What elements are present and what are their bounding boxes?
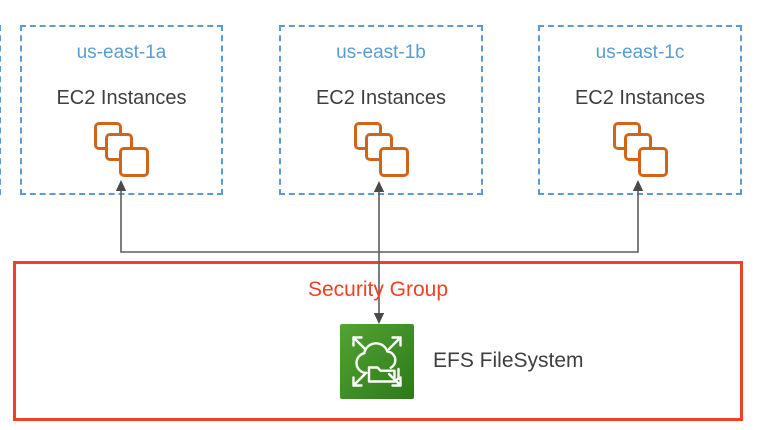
ec2-instances-stack-icon <box>612 122 668 177</box>
availability-zone-box-us-east-1a: us-east-1a EC2 Instances <box>20 25 223 195</box>
efs-filesystem-label: EFS FileSystem <box>433 349 584 372</box>
efs-icon-background <box>340 324 414 399</box>
availability-zone-box-us-east-1c: us-east-1c EC2 Instances <box>538 25 742 195</box>
ec2-instances-label: EC2 Instances <box>56 87 187 109</box>
ec2-instances-label: EC2 Instances <box>574 87 706 109</box>
efs-arrow-top-right <box>387 336 402 351</box>
ec2-square-front <box>637 147 668 177</box>
security-group-box <box>13 261 743 421</box>
efs-arrow-bottom-left <box>352 372 367 387</box>
cropped-zone-box-edge <box>0 25 1 195</box>
ec2-square-front <box>378 147 409 177</box>
connector-branch-left-right <box>120 190 639 253</box>
efs-arrowhead-bottom-left <box>352 376 363 387</box>
efs-arrowhead-top-right <box>391 336 402 347</box>
zone-title: us-east-1b <box>336 42 426 63</box>
efs-arrowhead-bottom-right <box>391 376 402 387</box>
zone-title: us-east-1a <box>76 42 167 63</box>
ec2-instances-stack-icon <box>353 122 409 177</box>
efs-folder-page-glyph <box>393 367 400 383</box>
ec2-instances-label: EC2 Instances <box>315 87 447 109</box>
security-group-label: Security Group <box>307 278 449 301</box>
efs-cloud-glyph <box>355 342 397 375</box>
availability-zone-box-us-east-1b: us-east-1b EC2 Instances <box>279 25 483 195</box>
efs-filesystem-icon <box>340 324 414 399</box>
efs-arrowhead-top-left <box>352 336 363 347</box>
efs-arrow-top-left <box>352 336 367 351</box>
ec2-instances-stack-icon <box>94 122 149 177</box>
ec2-square-front <box>119 147 149 177</box>
zone-title: us-east-1c <box>595 42 685 63</box>
